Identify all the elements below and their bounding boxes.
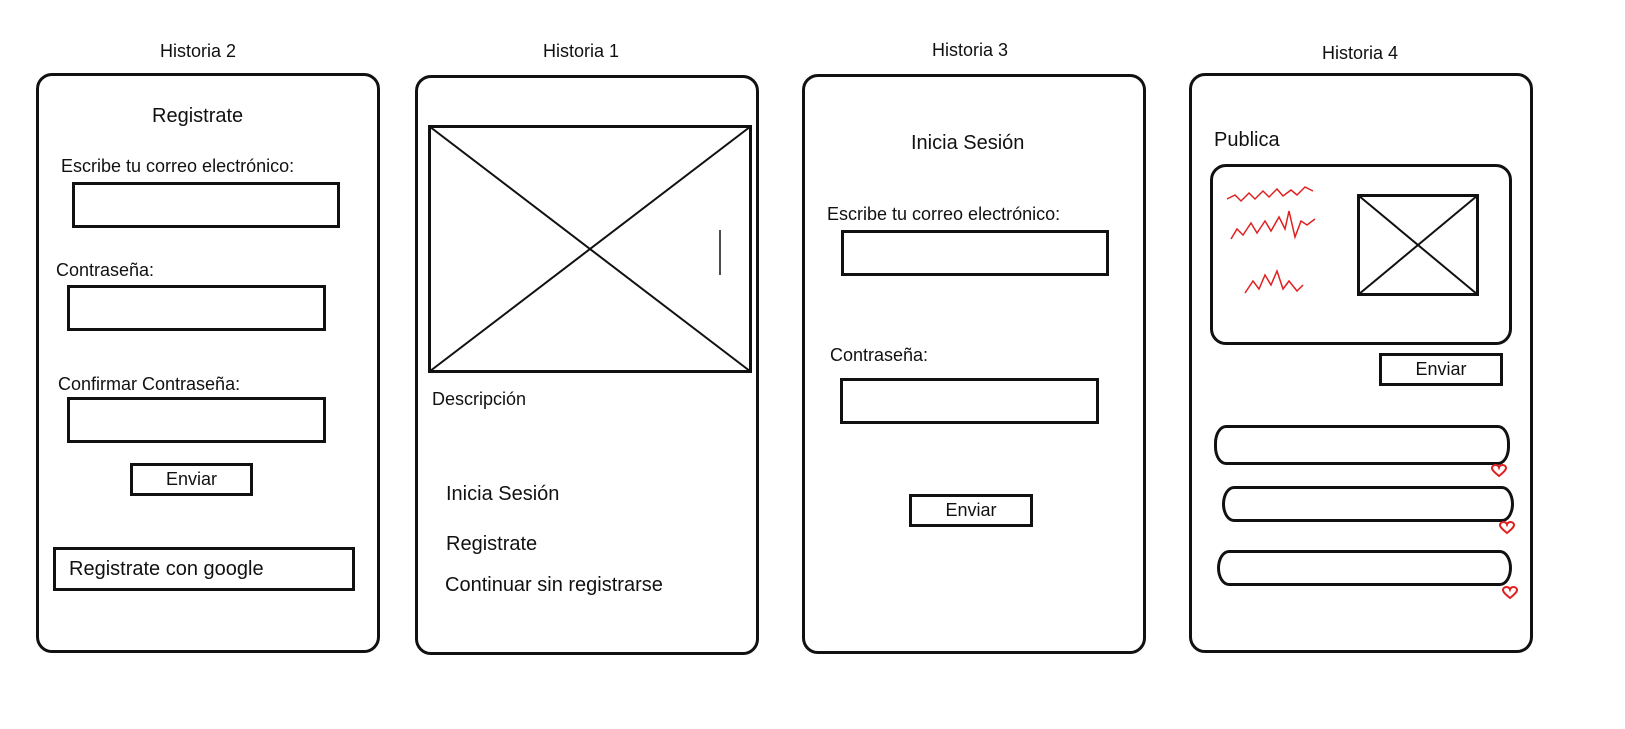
story-title-historia-1: Historia 1 xyxy=(543,41,620,61)
phone-frame-publicar: Publica Enviar xyxy=(1189,73,1533,653)
story-title-historia-2: Historia 2 xyxy=(160,41,237,61)
confirm-password-field[interactable] xyxy=(67,397,326,443)
phone-frame-bienvenida: Descripción Inicia Sesión Registrate Con… xyxy=(415,75,759,655)
phone-frame-registro: Registrate Escribe tu correo electrónico… xyxy=(36,73,380,653)
email-field[interactable] xyxy=(72,182,340,228)
description-label: Descripción xyxy=(432,389,527,409)
publish-heading: Publica xyxy=(1214,129,1280,151)
login-heading: Inicia Sesión xyxy=(911,132,1025,154)
email-field[interactable] xyxy=(841,230,1109,276)
post-item[interactable] xyxy=(1214,425,1510,465)
compose-card[interactable] xyxy=(1210,164,1512,345)
submit-button[interactable]: Enviar xyxy=(1379,353,1503,386)
story-title-historia-3: Historia 3 xyxy=(932,40,1009,60)
email-label: Escribe tu correo electrónico: xyxy=(61,156,295,176)
submit-button[interactable]: Enviar xyxy=(909,494,1033,527)
handwritten-post-text xyxy=(1226,186,1316,294)
post-item[interactable] xyxy=(1217,550,1512,586)
password-field[interactable] xyxy=(67,285,326,331)
phone-frame-login: Inicia Sesión Escribe tu correo electrón… xyxy=(802,74,1146,654)
google-register-button[interactable]: Registrate con google xyxy=(53,547,355,591)
post-item[interactable] xyxy=(1222,486,1514,522)
heart-icon[interactable] xyxy=(1501,585,1519,600)
register-link[interactable]: Registrate xyxy=(446,533,538,555)
login-link[interactable]: Inicia Sesión xyxy=(446,483,560,505)
submit-button[interactable]: Enviar xyxy=(130,463,253,496)
heart-icon[interactable] xyxy=(1498,520,1516,535)
continue-without-register-link[interactable]: Continuar sin registrarse xyxy=(445,574,663,596)
password-label: Contraseña: xyxy=(830,345,929,365)
story-title-historia-4: Historia 4 xyxy=(1322,43,1399,63)
confirm-password-label: Confirmar Contraseña: xyxy=(58,374,241,394)
image-placeholder-icon xyxy=(1357,194,1479,296)
heart-icon[interactable] xyxy=(1490,463,1508,478)
image-placeholder-icon xyxy=(428,125,752,373)
password-field[interactable] xyxy=(840,378,1099,424)
register-heading: Registrate xyxy=(152,105,244,127)
password-label: Contraseña: xyxy=(56,260,155,280)
email-label: Escribe tu correo electrónico: xyxy=(827,204,1061,224)
